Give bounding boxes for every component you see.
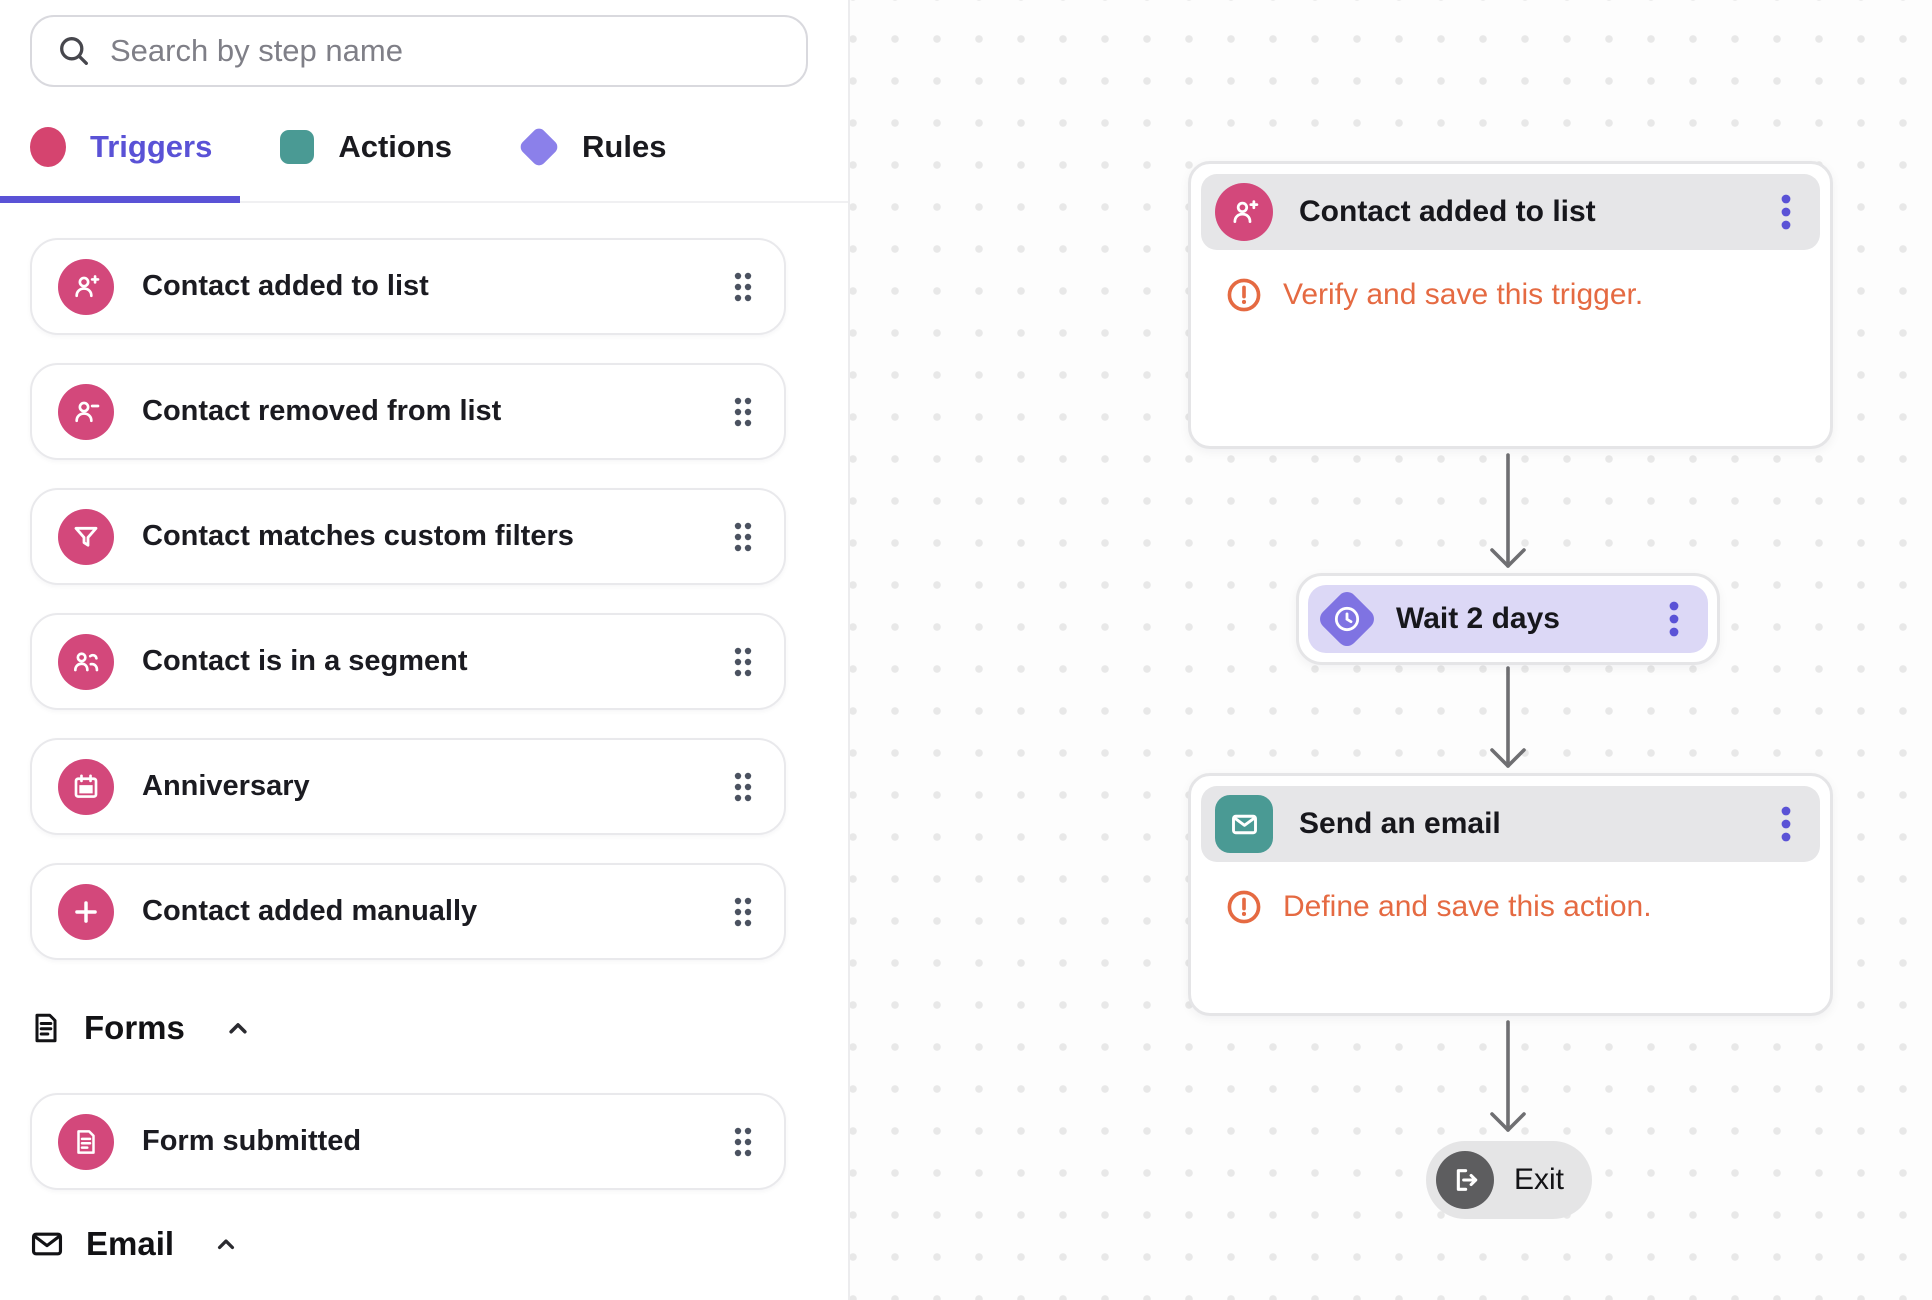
rule-diamond-icon [517, 125, 561, 169]
trigger-dot-icon [30, 127, 66, 167]
section-forms: Forms [28, 1000, 253, 1056]
node-title: Contact added to list [1299, 195, 1596, 228]
drag-handle-icon[interactable] [732, 769, 754, 805]
tab-rules-label: Rules [582, 129, 667, 164]
wait-node-body: Wait 2 days [1308, 585, 1708, 653]
node-header: Contact added to list [1201, 174, 1820, 250]
people-icon [58, 633, 114, 690]
tab-rules[interactable]: Rules [517, 125, 667, 169]
calendar-icon [58, 758, 114, 815]
kebab-menu-icon[interactable] [1774, 186, 1798, 238]
warning-circle-icon [1225, 276, 1263, 314]
search-icon [56, 33, 92, 69]
tab-triggers[interactable]: Triggers [30, 127, 212, 167]
drag-handle-icon[interactable] [732, 644, 754, 680]
kebab-menu-icon[interactable] [1774, 798, 1798, 850]
trigger-step-list: Contact added to list [30, 238, 786, 988]
exit-icon [1436, 1151, 1494, 1209]
envelope-icon [28, 1225, 66, 1263]
step-anniversary[interactable]: Anniversary [30, 738, 786, 835]
node-warning-text: Define and save this action. [1283, 890, 1652, 923]
forms-step-list: Form submitted [30, 1093, 786, 1190]
search-input[interactable] [110, 33, 782, 69]
node-title: Wait 2 days [1396, 602, 1560, 635]
kebab-menu-icon[interactable] [1662, 593, 1686, 645]
section-forms-label: Forms [84, 1009, 185, 1046]
step-label: Contact added manually [142, 895, 478, 927]
action-square-icon [280, 130, 315, 164]
node-title: Exit [1514, 1163, 1565, 1196]
person-plus-icon [58, 258, 114, 315]
drag-handle-icon[interactable] [732, 1124, 754, 1160]
step-form-submitted[interactable]: Form submitted [30, 1093, 786, 1190]
chevron-up-icon[interactable] [212, 1230, 240, 1258]
warning-circle-icon [1225, 888, 1263, 926]
node-warning-text: Verify and save this trigger. [1283, 278, 1644, 311]
step-contact-added-to-list[interactable]: Contact added to list [30, 238, 786, 335]
step-label: Contact removed from list [142, 395, 502, 427]
search-input-wrapper[interactable] [30, 15, 808, 87]
clock-icon [1314, 586, 1380, 652]
step-contact-matches-custom-filters[interactable]: Contact matches custom filters [30, 488, 786, 585]
document-icon [28, 1010, 64, 1046]
step-contact-removed-from-list[interactable]: Contact removed from list [30, 363, 786, 460]
filter-icon [58, 508, 114, 565]
plus-icon [58, 883, 114, 940]
node-send-an-email[interactable]: Send an email Define and save this actio… [1188, 773, 1833, 1016]
step-label: Contact is in a segment [142, 645, 468, 677]
person-minus-icon [58, 383, 114, 440]
step-label: Contact matches custom filters [142, 520, 574, 552]
drag-handle-icon[interactable] [732, 394, 754, 430]
step-label: Form submitted [142, 1125, 362, 1157]
step-contact-is-in-a-segment[interactable]: Contact is in a segment [30, 613, 786, 710]
workflow-canvas[interactable]: Contact added to list Verify and save th… [850, 0, 1932, 1300]
node-warning: Define and save this action. [1225, 888, 1830, 926]
section-email-label: Email [86, 1225, 175, 1262]
step-type-tabs: Triggers Actions Rules [30, 118, 666, 176]
node-contact-added-to-list[interactable]: Contact added to list Verify and save th… [1188, 161, 1833, 449]
tab-triggers-label: Triggers [90, 129, 213, 164]
tab-actions-label: Actions [338, 129, 453, 164]
node-wait-2-days[interactable]: Wait 2 days [1296, 573, 1720, 665]
form-document-icon [58, 1113, 114, 1170]
node-warning: Verify and save this trigger. [1225, 276, 1830, 314]
step-label: Anniversary [142, 770, 310, 802]
envelope-icon [1215, 795, 1273, 853]
steps-sidebar: Triggers Actions Rules [0, 0, 850, 1300]
tab-actions[interactable]: Actions [280, 129, 452, 165]
step-contact-added-manually[interactable]: Contact added manually [30, 863, 786, 960]
person-plus-icon [1215, 183, 1273, 241]
drag-handle-icon[interactable] [732, 894, 754, 930]
tabs-divider [0, 201, 848, 203]
node-header: Send an email [1201, 786, 1820, 862]
drag-handle-icon[interactable] [732, 519, 754, 555]
active-tab-underline [0, 196, 240, 203]
node-exit[interactable]: Exit [1426, 1141, 1592, 1219]
node-title: Send an email [1299, 807, 1501, 840]
drag-handle-icon[interactable] [732, 269, 754, 305]
step-label: Contact added to list [142, 270, 429, 302]
chevron-up-icon[interactable] [223, 1013, 253, 1043]
section-email: Email [28, 1216, 240, 1272]
